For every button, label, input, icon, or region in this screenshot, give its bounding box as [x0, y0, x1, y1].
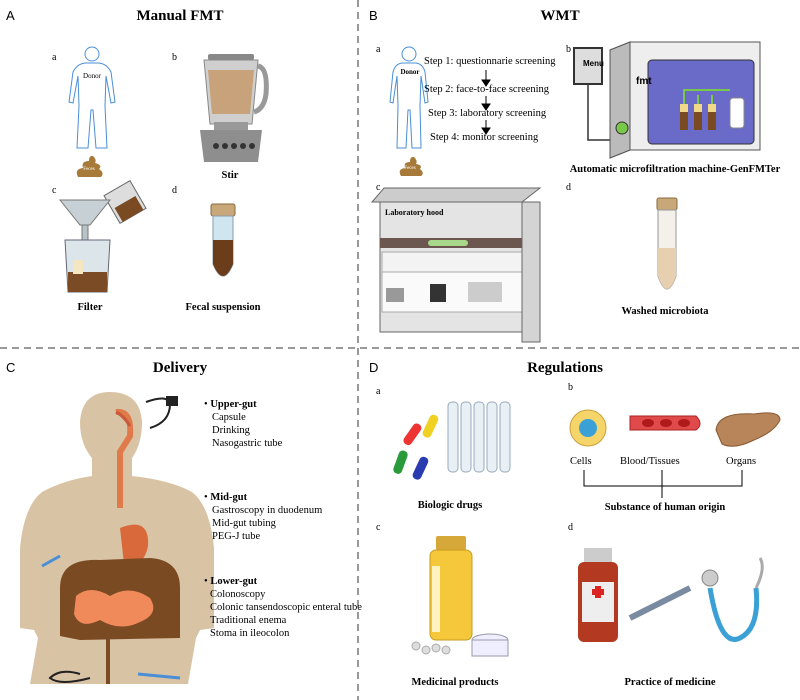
filter-label: Filter [77, 302, 103, 313]
lower-item-3: Traditional enema [210, 615, 287, 626]
donor-figure-b-icon [389, 46, 429, 149]
blender-icon [200, 54, 269, 162]
feces-b-label: Feces [404, 166, 416, 171]
bracket-lines [583, 470, 743, 498]
panel-c-letter: C [6, 360, 16, 375]
biologic-drugs-icon [393, 401, 511, 480]
panel-a-sub-c: c [52, 185, 57, 196]
panel-a-sub-b: b [172, 52, 177, 63]
filter-funnel-icon [58, 179, 147, 293]
lower-item-4: Stoma in ileocolon [210, 628, 290, 639]
step-3: Step 3: laboratory screening [428, 108, 547, 119]
menu-label: Menu [583, 59, 604, 68]
blood-tissues-label: Blood/Tissues [620, 456, 680, 467]
panel-b-title: WMT [540, 8, 580, 24]
upper-item-3: Nasogastric tube [212, 438, 283, 449]
mid-item-2: Mid-gut tubing [212, 518, 276, 529]
lower-gut-heading: Lower-gut [210, 576, 258, 587]
mid-gut-heading: Mid-gut [210, 492, 248, 503]
panel-b-letter: B [369, 8, 378, 23]
cell-icon [569, 409, 607, 447]
feces-b-icon [399, 156, 423, 176]
upper-item-1: Capsule [212, 412, 246, 423]
step-2: Step 2: face-to-face screening [424, 84, 550, 95]
donor-label: Donor [83, 72, 101, 80]
machine-label: Automatic microfiltration machine-GenFMT… [569, 164, 781, 175]
mid-item-3: PEG-J tube [212, 531, 261, 542]
panel-d-title: Regulations [527, 360, 603, 376]
panel-a-sub-a: a [52, 52, 57, 63]
panel-d-sub-b: b [568, 382, 573, 393]
step-4: Step 4: monitor screening [430, 132, 539, 143]
lower-item-1: Colonoscopy [210, 589, 266, 600]
panel-b-sub-c: c [376, 182, 381, 193]
panel-b-sub-d: d [566, 182, 571, 193]
practice-of-medicine-icon [578, 548, 764, 642]
fecal-tube-icon [210, 203, 236, 277]
washed-microbiota-label: Washed microbiota [621, 306, 709, 317]
lower-gut-group: • Lower-gut [204, 576, 258, 587]
substance-label: Substance of human origin [604, 502, 726, 513]
fmt-label: fmt [636, 76, 652, 87]
medicinal-products-label: Medicinal products [411, 677, 499, 688]
human-gut-delivery-icon [20, 392, 214, 684]
panel-d-sub-d: d [568, 522, 573, 533]
step-1: Step 1: questionnarie screening [424, 56, 556, 67]
panel-a-title: Manual FMT [136, 8, 224, 24]
biologic-drugs-label: Biologic drugs [417, 500, 483, 511]
upper-item-2: Drinking [212, 425, 250, 436]
washed-microbiota-tube-icon [656, 197, 678, 290]
mid-gut-group: • Mid-gut [204, 492, 248, 503]
practice-of-medicine-label: Practice of medicine [624, 677, 716, 688]
upper-gut-group: • Upper-gut [204, 399, 257, 410]
blood-vessel-icon [629, 415, 701, 431]
panel-d-sub-c: c [376, 522, 381, 533]
lower-item-2: Colonic tansendoscopic enteral tube [210, 602, 362, 613]
organs-label: Organs [726, 456, 757, 467]
mid-item-1: Gastroscopy in duodenum [212, 505, 323, 516]
liver-organ-icon [715, 412, 781, 447]
hood-label: Laboratory hood [385, 208, 444, 217]
panel-a-letter: A [6, 8, 15, 23]
panel-b-sub-a: a [376, 44, 381, 55]
genfmter-machine-icon [573, 41, 761, 159]
laboratory-hood-icon [370, 187, 542, 343]
step-arrows [481, 70, 491, 135]
panel-a-sub-d: d [172, 185, 177, 196]
feces-label: Feces [83, 167, 95, 172]
panel-c-title: Delivery [152, 360, 208, 376]
panel-d-letter: D [369, 360, 379, 375]
medicinal-products-icon [411, 536, 509, 657]
fecal-suspension-label: Fecal suspension [185, 302, 261, 313]
upper-gut-heading: Upper-gut [210, 399, 257, 410]
feces-icon [76, 155, 103, 177]
donor-b-label: Donor [400, 68, 420, 76]
panel-b-sub-b: b [566, 44, 571, 55]
stir-label: Stir [221, 170, 239, 181]
donor-figure-icon [68, 46, 116, 149]
cells-label: Cells [570, 456, 592, 467]
panel-d-sub-a: a [376, 386, 381, 397]
